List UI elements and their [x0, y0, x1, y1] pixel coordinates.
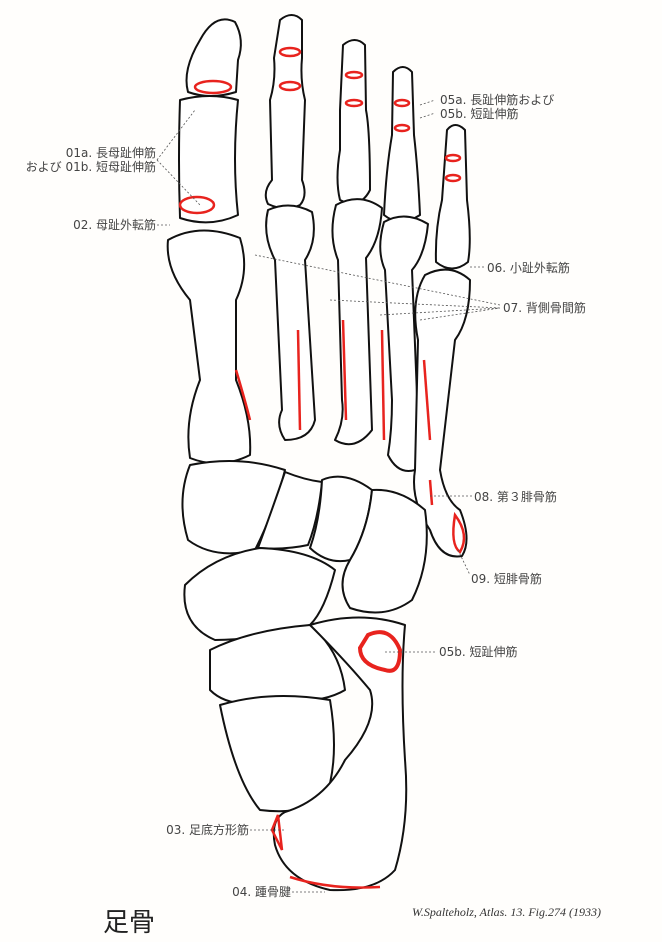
cuboid	[341, 488, 428, 614]
label-03: 03. 足底方形筋	[166, 823, 249, 837]
talus-trochlea	[219, 695, 335, 813]
figure-title: 足骨	[103, 908, 156, 938]
toe3-phalanges	[336, 39, 371, 205]
label-05a: 05a. 長趾伸筋および	[440, 93, 555, 107]
label-05b-toe: 05b. 短趾伸筋	[440, 107, 519, 121]
label-08: 08. 第３腓骨筋	[474, 490, 557, 504]
navicular	[183, 547, 336, 641]
hallux-distal-phalanx	[185, 18, 242, 97]
intermediate-cuneiform	[257, 471, 323, 550]
label-06: 06. 小趾外転筋	[487, 261, 570, 275]
toe4-phalanges	[383, 66, 421, 223]
hallux-proximal-phalanx	[178, 95, 239, 224]
fifth-metatarsal	[413, 268, 471, 558]
muscle-attachments	[178, 46, 466, 889]
label-07: 07. 背側骨間筋	[503, 301, 586, 315]
label-09: 09. 短腓骨筋	[471, 572, 542, 586]
label-04: 04. 踵骨腱	[232, 885, 291, 899]
leader-lines	[156, 99, 501, 893]
toe2-phalanges	[264, 14, 306, 210]
second-metatarsal	[265, 204, 316, 441]
toe5-phalanges	[434, 124, 471, 270]
label-01a: 01a. 長母趾伸筋	[65, 146, 156, 160]
label-02: 02. 母趾外転筋	[73, 218, 156, 232]
label-05b-calcaneus: 05b. 短趾伸筋	[439, 645, 518, 659]
third-metatarsal	[331, 198, 383, 446]
figure-credit: W.Spalteholz, Atlas. 13. Fig.274 (1933)	[412, 905, 601, 919]
label-01b: および 01b. 短母趾伸筋	[25, 160, 156, 174]
first-metatarsal	[166, 229, 252, 465]
